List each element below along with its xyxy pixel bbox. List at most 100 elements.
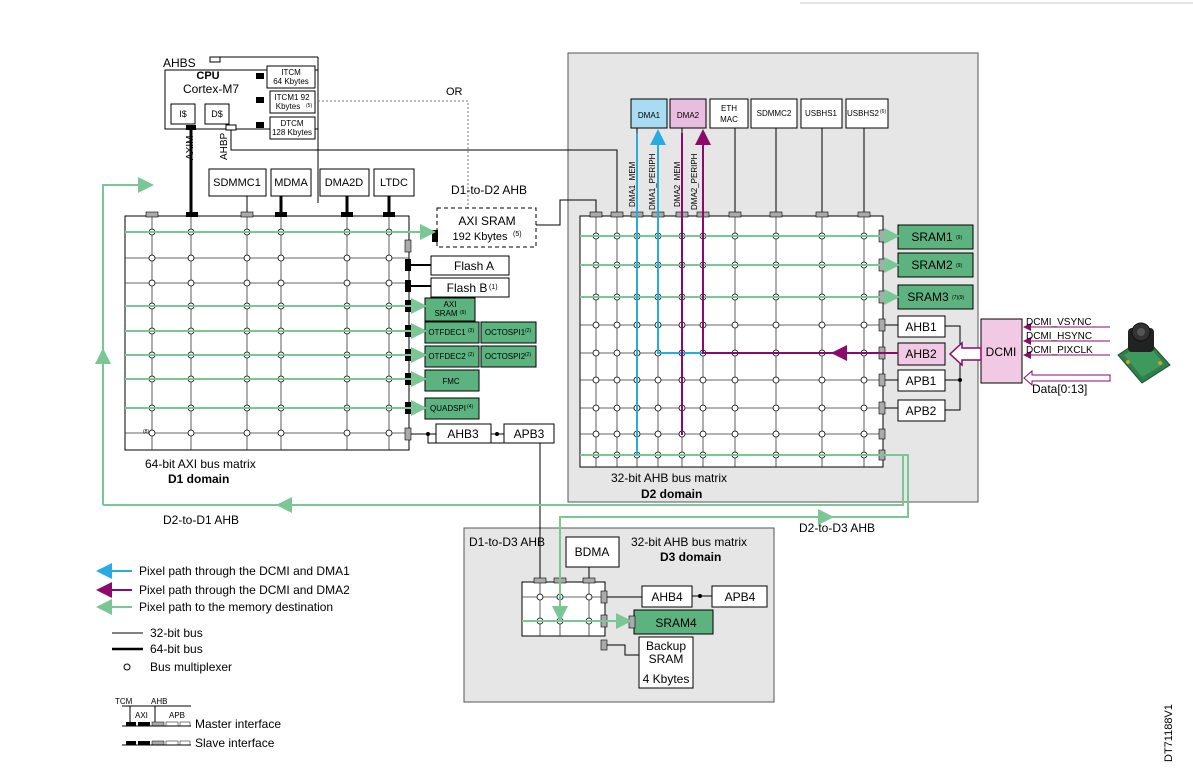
legend-ahb: AHB [151, 697, 167, 706]
octospi2-note: (2) [525, 352, 531, 358]
otfdec2-note: (2) [468, 352, 474, 358]
itcm1-size: Kbytes [276, 102, 300, 111]
dma2-mem-label: DMA2_MEM [673, 161, 682, 207]
dma1-label: DMA1 [638, 111, 661, 120]
apb2-label: APB2 [906, 404, 937, 418]
itcm1-note: (5) [306, 103, 312, 109]
d1-master-sdmmc1: SDMMC1 [213, 177, 261, 189]
camera-module-image [1117, 322, 1171, 384]
dma2-pixel-path [681, 129, 898, 435]
usbhs2-label: USBHS2 [847, 109, 880, 118]
d3-domain-label: D3 domain [660, 550, 721, 564]
usbhs2-note: (6) [880, 109, 886, 115]
apb3-label: APB3 [514, 427, 545, 441]
d2-domain-label: D2 domain [641, 487, 702, 501]
dcmi-block [948, 318, 1111, 387]
backup-sram-label: Backup [646, 639, 686, 653]
legend [96, 563, 191, 746]
sram1-label: SRAM1 [911, 230, 953, 244]
legend-tcm: TCM [115, 697, 133, 706]
dtcm-size: 128 Kbytes [272, 128, 312, 137]
legend-memory-path: Pixel path to the memory destination [139, 600, 333, 614]
sram3-label: SRAM3 [907, 290, 949, 304]
d1-domain-label: D1 domain [168, 472, 229, 486]
apb1-label: APB1 [906, 374, 937, 388]
d1-note-8: (8) [143, 429, 149, 435]
sram2-note: (9) [956, 263, 962, 269]
axi-sram2-label: AXI [444, 300, 457, 309]
cpu-subtitle: Cortex-M7 [183, 82, 239, 96]
d2-matrix-label: 32-bit AHB bus matrix [611, 471, 727, 485]
sram3-note: (7)(9) [952, 295, 965, 301]
icache-label: I$ [179, 109, 187, 119]
dma2-label: DMA2 [677, 111, 700, 120]
ahbp-label: AHBP [219, 132, 230, 160]
octospi2-label: OCTOSPI2 [485, 352, 526, 361]
dcmi-label: DCMI [986, 345, 1017, 359]
apb4-label: APB4 [725, 590, 756, 604]
d1-slaves [411, 199, 597, 582]
dma2-periph-label: DMA2_PERIPH [690, 153, 699, 210]
d1-master-dma2d: DMA2D [325, 177, 364, 189]
sram4-label: SRAM4 [655, 616, 697, 630]
axi-sram-size: 192 Kbytes [452, 231, 508, 243]
ahb1-label: AHB1 [905, 320, 937, 334]
dcache-label: D$ [211, 109, 223, 119]
sram1-note: (9) [956, 235, 962, 241]
backup-sram-size: 4 Kbytes [643, 672, 690, 686]
ahb4-label: AHB4 [651, 590, 683, 604]
document-id: DT71188V1 [1163, 704, 1175, 762]
usbhs1-label: USBHS1 [805, 109, 838, 118]
otfdec2-label: OTFDEC2 [428, 352, 466, 361]
bdma-label: BDMA [575, 545, 610, 559]
dtcm-label: DTCM [280, 119, 303, 128]
d1-to-d2-label: D1-to-D2 AHB [451, 183, 527, 197]
itcm1-label: ITCM1 92 [274, 93, 310, 102]
legend-slave-interface: Slave interface [195, 736, 275, 750]
d1-master-ltdc: LTDC [380, 177, 408, 189]
sdmmc2-label: SDMMC2 [757, 109, 792, 118]
axi-sram-label: AXI SRAM [458, 214, 515, 228]
legend-dma1-path: Pixel path through the DCMI and DMA1 [139, 564, 350, 578]
ahb3-label: AHB3 [447, 427, 479, 441]
d1-master-mdma: MDMA [274, 177, 308, 189]
d2-to-d1-label: D2-to-D1 AHB [163, 513, 239, 527]
quadspi-label: QUADSPI [430, 404, 466, 413]
quadspi-note: (4) [467, 404, 473, 410]
eth-label: ETH [721, 104, 737, 113]
axi-sram-note: (5) [513, 231, 522, 238]
d2-masters [630, 98, 889, 213]
dma1-mem-label: DMA1_MEM [628, 161, 637, 207]
dcmi-pixclk-label: DCMI_PIXCLK [1026, 345, 1093, 356]
otfdec1-note: (3) [468, 328, 474, 334]
axi-sram2-note: (9) [460, 310, 466, 316]
flash-b-label: Flash B [447, 281, 488, 295]
or-label: OR [446, 86, 463, 98]
d1-matrix-label: 64-bit AXI bus matrix [145, 457, 256, 471]
memory-destination-paths [95, 177, 909, 629]
otfdec1-label: OTFDEC1 [428, 328, 466, 337]
octospi1-label: OCTOSPI1 [485, 328, 526, 337]
itcm-label: ITCM [281, 68, 301, 77]
dcmi-hsync-label: DCMI_HSYNC [1026, 331, 1092, 342]
octospi1-note: (2) [525, 328, 531, 334]
d1-to-d3-label: D1-to-D3 AHB [469, 535, 545, 549]
legend-bus-mux: Bus multiplexer [150, 660, 232, 674]
eth-mac-label: MAC [720, 115, 738, 124]
d1-masters [208, 168, 415, 215]
d3-matrix [521, 536, 768, 689]
flash-b-note: (1) [489, 284, 498, 291]
legend-apb: APB [169, 711, 185, 720]
legend-dma2-path: Pixel path through the DCMI and DMA2 [139, 583, 350, 597]
legend-master-interface: Master interface [195, 717, 281, 731]
d2-to-d3-label: D2-to-D3 AHB [799, 521, 875, 535]
dcmi-data-label: Data[0:13] [1032, 382, 1087, 396]
backup-sram-label-2: SRAM [649, 652, 684, 666]
cpu-block [164, 56, 319, 203]
fmc-label: FMC [442, 377, 460, 386]
dcmi-vsync-label: DCMI_VSYNC [1026, 317, 1092, 328]
legend-64bit-bus: 64-bit bus [150, 642, 203, 656]
legend-axi: AXI [135, 711, 148, 720]
itcm-size: 64 Kbytes [273, 77, 309, 86]
